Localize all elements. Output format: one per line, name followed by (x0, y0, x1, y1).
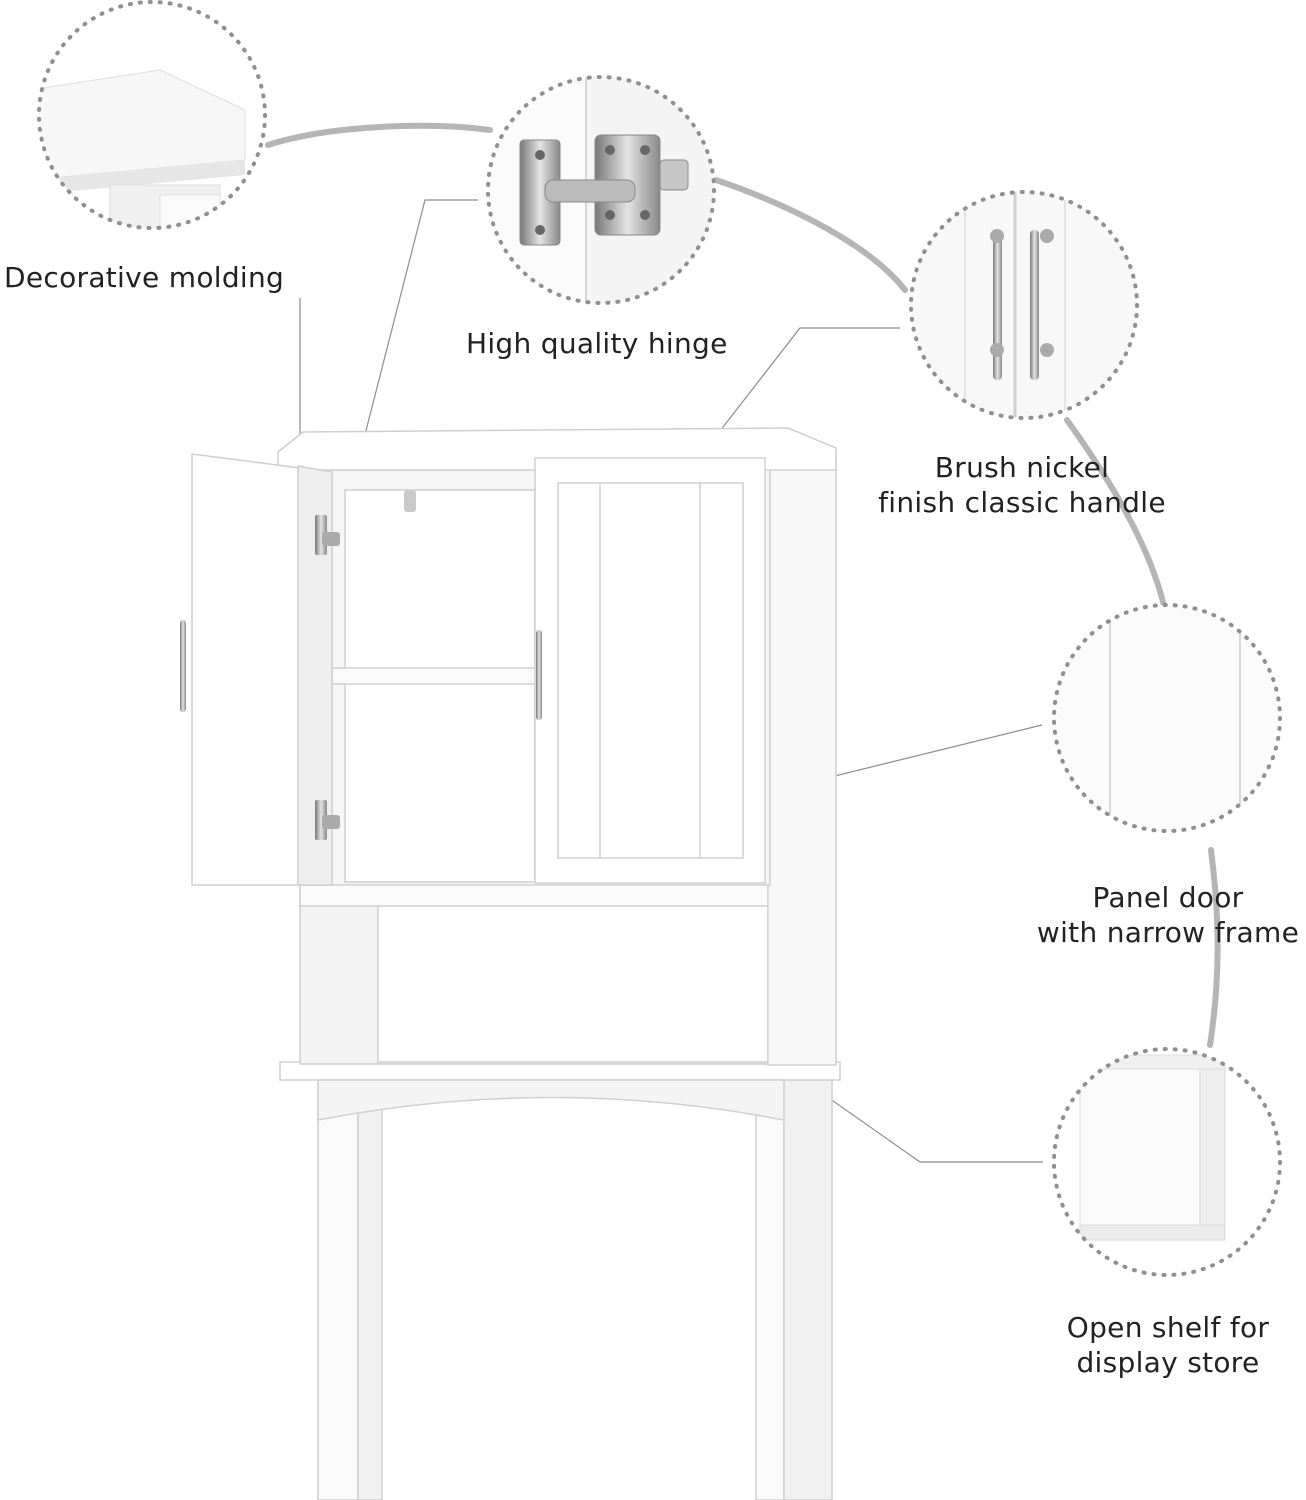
leg-front-left (357, 1099, 383, 1500)
hinge-icon (315, 490, 416, 840)
open-shelf-top (299, 881, 781, 907)
cabinet (191, 427, 841, 1500)
label-panel-door: Panel door with narrow frame (1036, 881, 1300, 949)
right-door (534, 457, 766, 884)
leg-back-right (755, 1079, 785, 1500)
label-brush-nickel-handle: Brush nickel finish classic handle (878, 451, 1166, 519)
handle-detail-circle (909, 190, 1139, 420)
handle-icon (180, 620, 542, 720)
side-panel-right (767, 454, 837, 1066)
label-open-shelf: Open shelf for display store (1066, 1311, 1270, 1379)
label-high-quality-hinge: High quality hinge (466, 327, 728, 360)
leg-front-right (783, 1079, 833, 1500)
right-door-panel (557, 482, 744, 859)
inner-shelf (331, 667, 538, 685)
arched-apron (317, 1079, 785, 1121)
shelf-detail-circle (1052, 1047, 1282, 1277)
panel-detail-circle (1052, 603, 1282, 833)
cabinet-interior (344, 489, 536, 883)
label-decorative-molding: Decorative molding (4, 261, 285, 294)
connector-arc (265, 122, 1221, 1048)
molding-detail-circle (37, 0, 267, 230)
open-shelf-back (377, 904, 769, 1063)
hinge-detail-circle (486, 75, 716, 305)
leg-back-left (317, 1079, 359, 1500)
